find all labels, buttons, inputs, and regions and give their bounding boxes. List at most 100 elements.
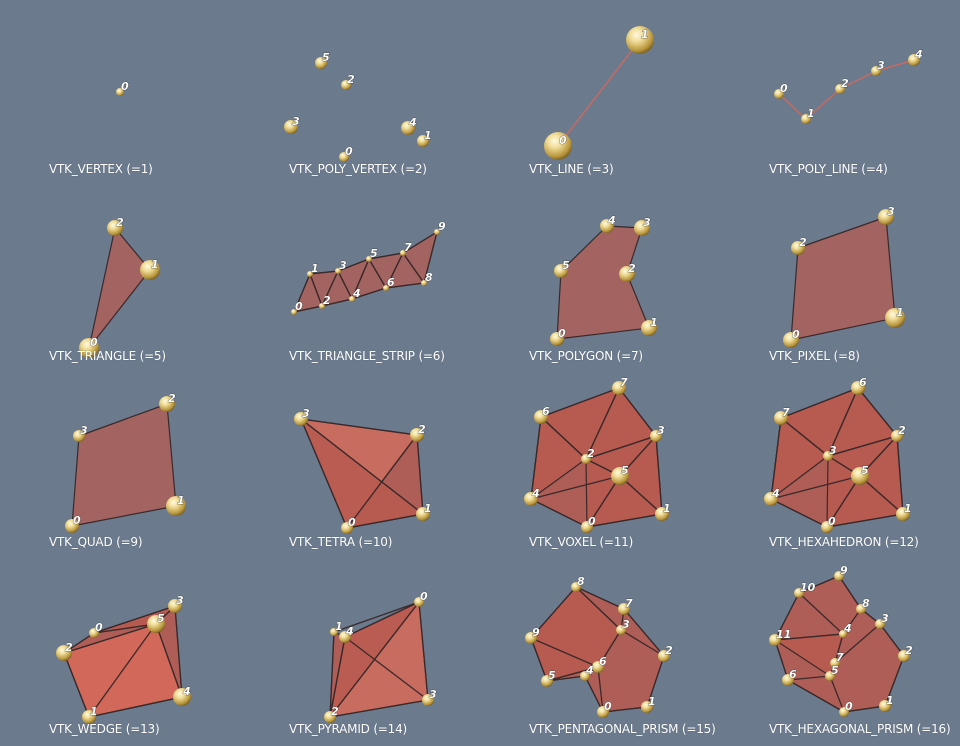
cell-edge [300,418,424,515]
point-sphere [315,57,327,69]
point-sphere [339,152,349,162]
point-id-label: 1 [424,129,432,142]
point-id-label: 10 [800,581,816,594]
point-sphere [908,54,920,66]
point-sphere [383,285,389,291]
point-sphere [554,264,568,278]
cell-edge [351,258,370,300]
cell-edge [859,475,904,515]
cell-edge [879,623,905,657]
point-sphere [524,492,538,506]
cell-face [88,227,151,349]
cell-edge [540,416,587,460]
point-id-label: 2 [168,392,176,405]
cell-edge [321,298,353,307]
point-id-label: 0 [73,514,81,527]
cell-edge [309,270,339,275]
point-id-label: 5 [322,51,330,64]
cell-edge [875,59,915,72]
point-sphere [541,675,553,687]
point-id-label: 2 [587,447,595,460]
point-id-label: 3 [829,444,837,457]
cell-edge [619,475,663,515]
point-sphere [544,132,572,160]
cell-edge [93,623,157,634]
point-sphere [291,309,297,315]
point-sphere [851,381,865,395]
point-sphere [794,588,804,598]
point-id-label: 2 [841,77,849,90]
cell-edge [329,601,420,718]
point-id-label: 2 [65,641,73,654]
cell-edge [155,623,183,698]
point-id-label: 9 [438,220,446,233]
point-id-label: 7 [620,376,628,389]
point-sphere [896,507,910,521]
point-id-label: 2 [898,424,906,437]
point-sphere [764,492,778,506]
cell-type-label: VTK_PYRAMID (=14) [289,722,408,736]
point-id-label: 4 [771,487,780,500]
point-sphere [871,66,881,76]
point-id-label: 7 [782,406,790,419]
point-id-label: 0 [588,515,596,528]
cell-edge [586,513,663,528]
cell-edge [530,637,599,668]
point-sphere [783,332,799,348]
point-id-label: 4 [182,685,191,698]
point-id-label: 6 [859,376,867,389]
point-id-label: 0 [845,700,853,713]
cell-edge [780,417,829,457]
cell-type-label: VTK_WEDGE (=13) [49,722,160,736]
point-id-label: 3 [887,205,895,218]
cell-face [556,225,650,340]
cell-type-label: VTK_VOXEL (=11) [529,535,634,549]
point-sphere [416,507,430,521]
point-id-label: 11 [776,628,791,641]
point-sphere [611,467,629,485]
cell-edge [884,655,905,707]
point-id-label: 5 [548,669,556,682]
point-sphere [774,89,784,99]
point-sphere [550,332,564,346]
point-sphere [592,661,604,673]
cell-edge [346,513,424,529]
point-id-label: 2 [418,423,426,436]
point-sphere [82,710,96,724]
point-sphere [571,582,581,592]
point-id-label: 6 [789,668,797,681]
cell-edge [839,70,877,90]
point-sphere [619,266,635,282]
cell-edge [896,435,904,515]
point-id-label: 3 [657,424,665,437]
cell-edge [344,636,429,701]
cell-edge [346,434,418,529]
point-id-label: 6 [542,405,550,418]
point-id-label: 6 [387,276,395,289]
point-sphere [339,631,351,643]
point-sphere [79,338,99,358]
point-id-label: 1 [641,28,649,41]
cell-edge [770,475,861,500]
cell-type-label: VTK_LINE (=3) [529,162,614,176]
point-sphere [612,381,626,395]
point-sphere [324,711,336,723]
point-sphere [294,412,308,426]
point-id-label: 8 [577,575,585,588]
point-sphere [597,706,609,718]
point-id-label: 4 [531,487,540,500]
cell-edge [344,601,420,638]
cell-edge [63,623,157,654]
point-sphere [434,229,440,235]
point-id-label: 2 [799,236,807,249]
cell-edge [585,435,657,460]
point-sphere [641,320,657,336]
cell-edge [530,475,621,500]
point-sphere [650,430,662,442]
point-id-label: 3 [292,115,300,128]
point-id-label: 0 [345,145,353,158]
cell-edge [530,637,548,682]
cell-edge [780,387,859,419]
point-sphere [830,658,840,668]
